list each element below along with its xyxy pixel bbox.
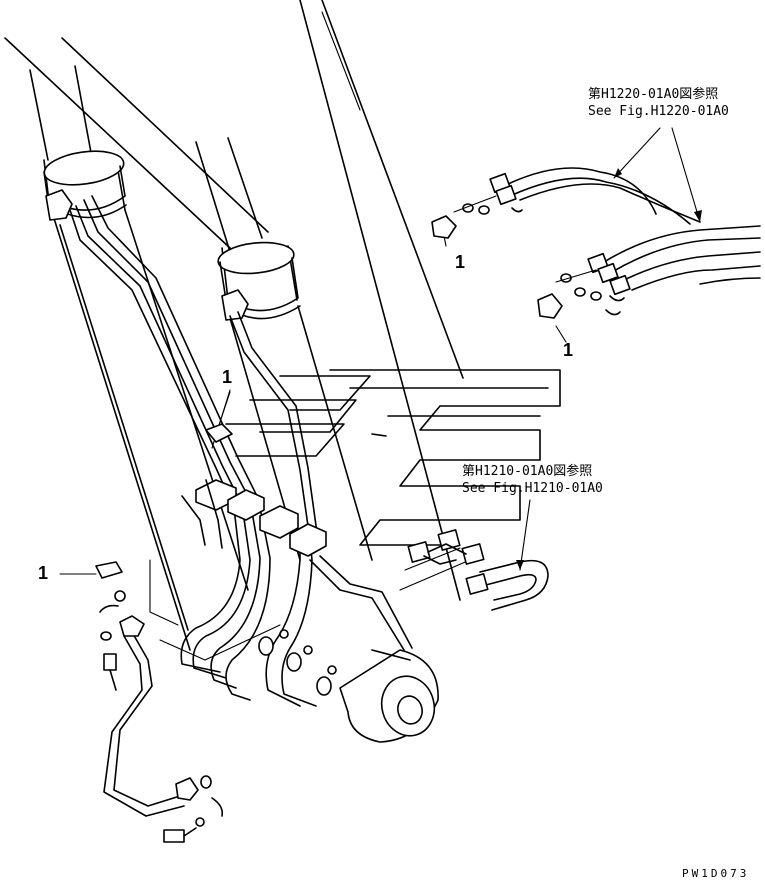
port-flanges <box>258 629 337 696</box>
reference-2-ja: 第H1210-01A0図参照 <box>462 463 592 479</box>
callout-1-middle: 1 <box>222 367 232 387</box>
tube-bundle-right <box>229 311 413 707</box>
callout-1-left: 1 <box>38 563 48 583</box>
reference-1-ja: 第H1220-01A0図参照 <box>588 86 718 102</box>
reference-leaders <box>516 127 702 571</box>
reference-2-en: See Fig.H1210-01A0 <box>462 481 603 496</box>
lower-left-pipe <box>95 561 224 843</box>
frame-base <box>149 547 471 661</box>
reference-1-en: See Fig.H1220-01A0 <box>588 104 729 119</box>
tube-clamp-blocks <box>181 479 327 557</box>
tube-bundle-left <box>69 195 271 701</box>
boom-structure <box>4 0 464 601</box>
lower-hose-group <box>407 529 549 611</box>
flow-direction-graphic <box>225 369 561 546</box>
right-boom-cylinder <box>217 241 373 561</box>
flange-plate-middle <box>205 423 233 443</box>
leader-lines <box>59 235 567 575</box>
callout-1-right: 1 <box>563 340 573 360</box>
drawing-number: PW1D073 <box>682 867 749 880</box>
left-boom-cylinder <box>29 65 249 651</box>
callout-1-upper: 1 <box>455 252 465 272</box>
boom-foot-pivot <box>339 649 439 743</box>
upper-hose-group <box>431 167 761 319</box>
